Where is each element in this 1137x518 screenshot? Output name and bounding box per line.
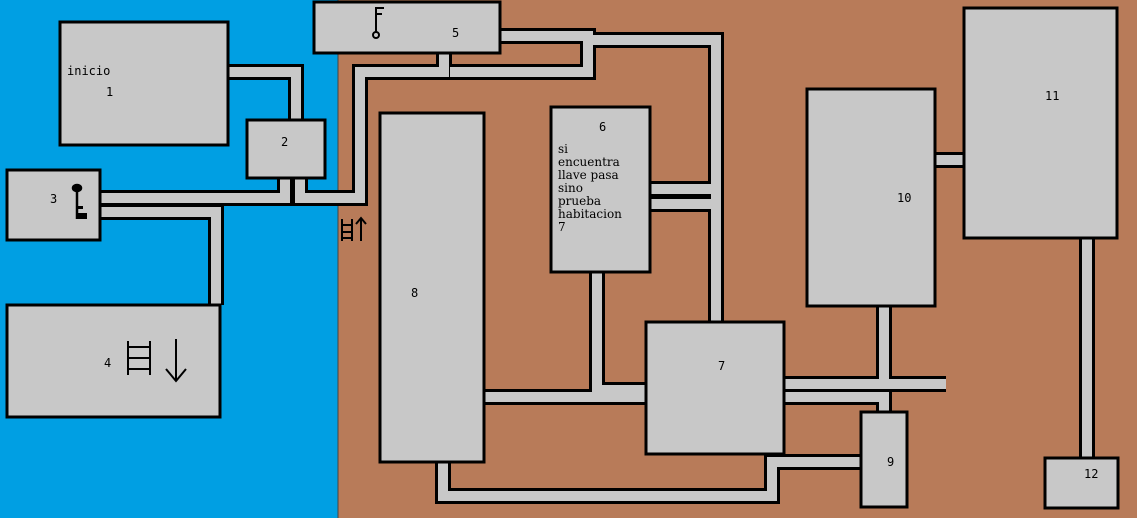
room-12	[1043, 456, 1120, 510]
room-11-number: 11	[1045, 89, 1060, 103]
room-10	[805, 87, 937, 308]
room-9	[859, 410, 909, 509]
room-4-number: 4	[104, 356, 112, 370]
room-1-number: 1	[106, 85, 114, 99]
room-6-note-line: encuentra	[558, 155, 620, 169]
room-8-number: 8	[411, 286, 419, 300]
room-1-label: inicio	[67, 64, 111, 78]
room-6-note-line: habitacion	[558, 207, 622, 221]
room-9-number: 9	[887, 455, 895, 469]
key-icon	[71, 183, 87, 219]
ladder-down-icon	[127, 339, 187, 383]
room-7-number: 7	[718, 359, 726, 373]
key-icon	[372, 7, 384, 39]
ladder-up-icon	[341, 216, 367, 241]
room-7	[644, 320, 786, 456]
room-8	[378, 111, 486, 464]
room-3	[5, 168, 102, 242]
room-5	[312, 0, 502, 55]
corridors	[100, 28, 1095, 504]
room-5-number: 5	[452, 26, 460, 40]
room-6-note: si encuentra llave pasa sino prueba habi…	[558, 143, 622, 234]
room-2	[245, 118, 327, 180]
room-6-note-line: 7	[558, 220, 566, 234]
room-4	[5, 303, 222, 419]
room-11	[962, 6, 1119, 240]
room-6-note-line: si	[558, 142, 568, 156]
room-10-number: 10	[897, 191, 912, 205]
room-2-number: 2	[281, 135, 289, 149]
room-1	[58, 20, 230, 147]
room-6-note-line: sino	[558, 181, 583, 195]
room-6	[549, 105, 652, 274]
room-6-note-line: prueba	[558, 194, 602, 208]
rooms	[5, 0, 1120, 510]
room-6-note-line: llave pasa	[558, 168, 619, 182]
room-6-number: 6	[599, 120, 607, 134]
room-3-number: 3	[50, 192, 58, 206]
room-12-number: 12	[1084, 467, 1099, 481]
